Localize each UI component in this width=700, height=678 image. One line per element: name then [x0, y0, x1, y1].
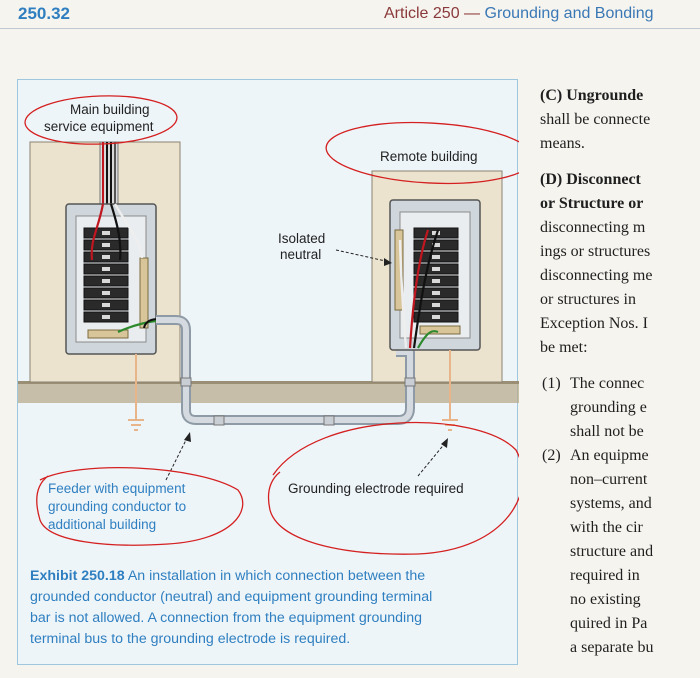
- text-line: means.: [540, 135, 585, 152]
- label-feeder-2: grounding conductor to: [48, 499, 186, 514]
- text-line: ings or structures: [540, 243, 651, 260]
- label-isolated-2: neutral: [280, 247, 321, 262]
- list-text-line: structure and: [540, 540, 700, 564]
- breaker-handle: [432, 279, 440, 283]
- list-text-line: shall not be: [540, 420, 700, 444]
- ground-strip: [18, 381, 519, 403]
- breaker-handle: [102, 279, 110, 283]
- list-text: no existing: [570, 591, 641, 608]
- list-text-line: systems, and: [540, 492, 700, 516]
- header-dash: —: [464, 5, 481, 22]
- list-text-line: required in: [540, 564, 700, 588]
- section-number: 250.32: [18, 4, 70, 23]
- breaker-handle: [102, 267, 110, 271]
- list-text: required in: [570, 567, 640, 584]
- remote-ground-bar: [419, 325, 461, 335]
- exhibit-figure: Main building service equipment Remote b…: [17, 79, 519, 665]
- list-text: The connec: [570, 375, 645, 392]
- article-title: Grounding and Bonding: [484, 5, 654, 22]
- breaker-handle: [432, 267, 440, 271]
- remote-neutral-bar: [394, 229, 404, 311]
- list-number: (1): [542, 375, 561, 392]
- text-line: or structures in: [540, 291, 636, 308]
- wiring-diagram: Main building service equipment Remote b…: [18, 95, 519, 555]
- list-text-line: with the cir: [540, 516, 700, 540]
- list-text-line: quired in Pa: [540, 612, 700, 636]
- header-rule: [0, 28, 700, 29]
- isolated-neutral-leader: [335, 249, 391, 263]
- article-number: Article 250: [384, 5, 460, 22]
- breaker-handle: [432, 303, 440, 307]
- list-text-line: grounding e: [540, 396, 700, 420]
- subsection-d-heading-2: or Structure or: [540, 195, 644, 212]
- label-main-building-1: Main building: [70, 102, 150, 117]
- list-text: An equipme: [570, 447, 649, 464]
- label-electrode: Grounding electrode required: [288, 481, 464, 496]
- text-line: disconnecting me: [540, 267, 653, 284]
- text-line: be met:: [540, 339, 588, 356]
- text-line: disconnecting m: [540, 219, 646, 236]
- main-breakers: [83, 227, 129, 323]
- breaker-handle: [102, 315, 110, 319]
- right-text-column: (C) Ungrounde shall be connecte means. (…: [540, 84, 700, 660]
- caption-line-4: terminal bus to the grounding electrode …: [30, 631, 351, 647]
- breaker-handle: [432, 291, 440, 295]
- feeder-leader: [165, 435, 189, 481]
- caption-line-1: An installation in which connection betw…: [127, 568, 426, 584]
- main-ground-bar: [87, 329, 129, 339]
- list-text: a separate bu: [570, 639, 654, 656]
- main-neutral-bar: [139, 257, 149, 329]
- breaker-handle: [432, 243, 440, 247]
- list-text-line: non–current: [540, 468, 700, 492]
- breaker-handle: [102, 255, 110, 259]
- subsection-c-heading: (C) Ungrounde: [540, 87, 644, 104]
- exhibit-caption: Exhibit 250.18 An installation in which …: [30, 566, 512, 650]
- list-text: quired in Pa: [570, 615, 648, 632]
- caption-line-2: grounded conductor (neutral) and equipme…: [30, 589, 433, 605]
- label-isolated-1: Isolated: [278, 231, 325, 246]
- red-annotations: [24, 95, 519, 555]
- breaker-handle: [102, 291, 110, 295]
- list-text-line: a separate bu: [540, 636, 700, 660]
- caption-label: Exhibit 250.18: [30, 568, 125, 584]
- list-item-1: (1) The connec: [540, 372, 700, 396]
- label-feeder-1: Feeder with equipment: [48, 481, 186, 496]
- list-text-line: no existing: [540, 588, 700, 612]
- breaker-handle: [102, 303, 110, 307]
- text-line: shall be connecte: [540, 111, 651, 128]
- list-text: with the cir: [570, 519, 643, 536]
- text-line: Exception Nos. I: [540, 315, 648, 332]
- caption-line-3: bar is not allowed. A connection from th…: [30, 610, 422, 626]
- list-text: grounding e: [570, 399, 647, 416]
- label-remote-building: Remote building: [380, 149, 478, 164]
- label-feeder-3: additional building: [48, 517, 156, 532]
- list-item-2: (2) An equipme: [540, 444, 700, 468]
- list-number: (2): [542, 447, 561, 464]
- subsection-d-heading: (D) Disconnect: [540, 171, 641, 188]
- label-main-building-2: service equipment: [44, 119, 154, 134]
- list-text: shall not be: [570, 423, 644, 440]
- breaker-handle: [432, 255, 440, 259]
- breaker-handle: [102, 243, 110, 247]
- list-text: non–current: [570, 471, 648, 488]
- electrode-leader: [417, 441, 447, 477]
- breaker-handle: [432, 315, 440, 319]
- list-text: structure and: [570, 543, 654, 560]
- breaker-handle: [102, 231, 110, 235]
- list-text: systems, and: [570, 495, 652, 512]
- main-ground-rod-symbol: [128, 419, 144, 431]
- running-header: Article 250 — Grounding and Bonding: [384, 5, 654, 23]
